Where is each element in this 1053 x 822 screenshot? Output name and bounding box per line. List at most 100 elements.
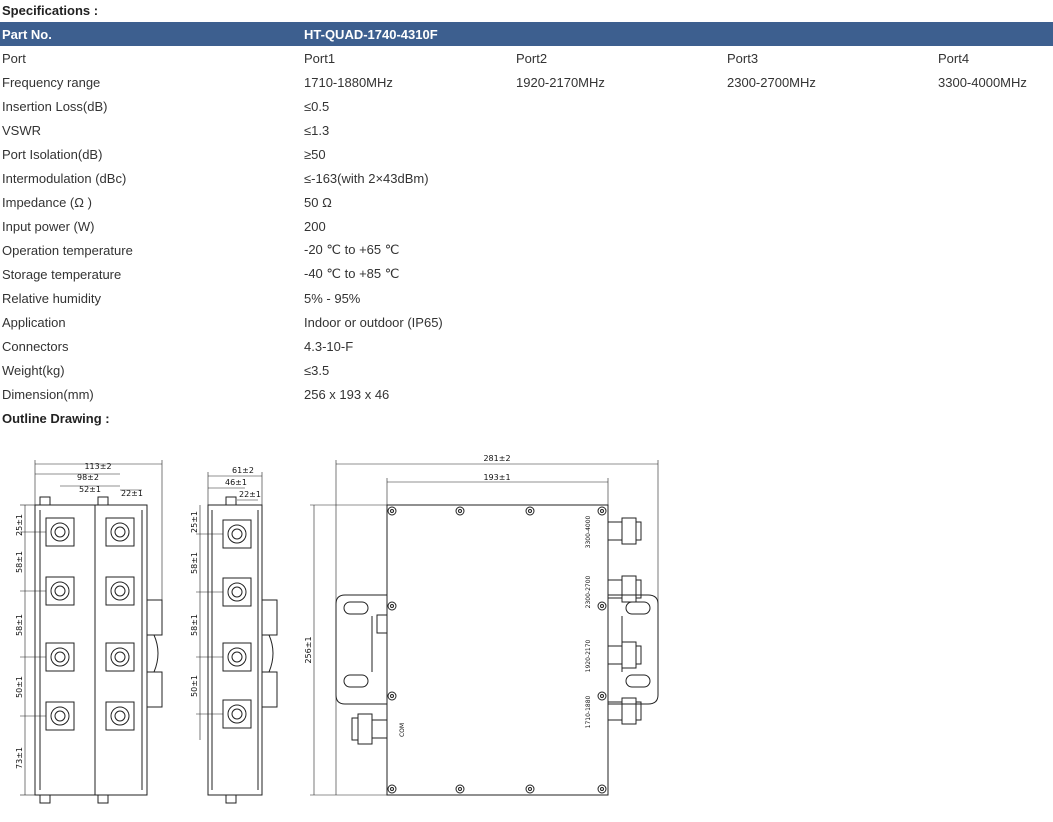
front-w4-dimension: 22±1 [121, 489, 143, 498]
spec-row: Dimension(mm) 256 x 193 x 46 [0, 382, 1053, 406]
spec-label: Weight(kg) [2, 362, 65, 378]
com-connector-icon [351, 713, 388, 745]
spec-value: ≤3.5 [304, 362, 330, 378]
side-width-dimension: 61±2 [232, 466, 254, 475]
port-row: Port Port1 Port2 Port3 Port4 [0, 46, 1053, 70]
spec-row: Input power (W)200 [0, 214, 1053, 238]
part-number-value: HT-QUAD-1740-4310F [302, 22, 1053, 46]
front-h3-dimension: 58±1 [15, 614, 24, 636]
side-h2-dimension: 58±1 [190, 552, 199, 574]
frequency-row: Frequency range 1710-1880MHz 1920-2170MH… [0, 70, 1053, 94]
outline-drawing: 113±2 98±2 52±1 22±1 25±1 58±1 58±1 50±1… [15, 454, 659, 804]
spec-label: Connectors [2, 338, 69, 354]
frequency-cell: 3300-4000MHz [938, 74, 1027, 90]
spec-label: VSWR [2, 122, 41, 138]
screw-icon [597, 691, 607, 701]
spec-row: Port Isolation(dB)≥50 [0, 142, 1053, 166]
connector-icon [105, 642, 135, 672]
port-connector-icon [607, 517, 642, 545]
mounting-bracket-right [608, 594, 659, 705]
spec-label: Impedance (Ω ) [2, 194, 92, 210]
side-h3-dimension: 58±1 [190, 614, 199, 636]
frequency-label: Frequency range [2, 74, 101, 90]
front-h1-dimension: 25±1 [15, 514, 24, 536]
connector-icon [45, 517, 75, 547]
spec-value: 4.3-10-F [304, 338, 354, 354]
front-width-dimension: 113±2 [84, 462, 111, 471]
screw-icon [387, 784, 397, 794]
front-h2-dimension: 58±1 [15, 551, 24, 573]
spec-value: 256 x 193 x 46 [304, 386, 390, 402]
spec-row: Relative humidity 5% - 95% [0, 286, 1053, 310]
spec-label: Storage temperature [2, 266, 122, 282]
spec-value: ≤-163(with 2×43dBm) [304, 170, 429, 186]
screw-icon [387, 691, 397, 701]
screw-icon [597, 784, 607, 794]
screw-icon [387, 506, 397, 516]
spec-value: 50 Ω [304, 194, 332, 210]
spec-value: -20 ℃ to +65 ℃ [304, 242, 400, 257]
spec-label: Application [2, 314, 66, 330]
connector-icon [222, 519, 252, 549]
port-connector-icon [607, 575, 642, 603]
spec-row: VSWR ≤1.3 [0, 118, 1053, 142]
spec-label: Relative humidity [2, 290, 101, 306]
screw-icon [597, 601, 607, 611]
specifications-heading: Specifications : [2, 3, 99, 18]
spec-label: Operation temperature [2, 242, 133, 258]
side-h4-dimension: 50±1 [190, 675, 199, 697]
port-cell: Port2 [516, 50, 548, 66]
specifications-table: Part No. HT-QUAD-1740-4310F Port Port1 P… [0, 22, 1053, 406]
spec-row: Connectors 4.3-10-F [0, 334, 1053, 358]
side-w2-dimension: 46±1 [225, 478, 247, 487]
spec-row: Weight(kg) ≤3.5 [0, 358, 1053, 382]
front-w3-dimension: 52±1 [79, 485, 101, 494]
connector-icon [222, 577, 252, 607]
screw-icon [387, 601, 397, 611]
side-view [196, 472, 278, 804]
port-cell: Port3 [727, 50, 759, 66]
mounting-bracket-left [335, 594, 388, 705]
front-view [20, 460, 163, 804]
part-number-row: Part No. HT-QUAD-1740-4310F [0, 22, 1053, 46]
top-height-dimension: 256±1 [304, 636, 313, 663]
spec-row: Operation temperature -20 ℃ to +65 ℃ [0, 238, 1053, 262]
spec-value: -40 ℃ to +85 ℃ [304, 266, 400, 281]
port-cell: Port4 [938, 50, 970, 66]
spec-row: Intermodulation (dBc)≤-163(with 2×43dBm) [0, 166, 1053, 190]
port-label: 1710-1880 [585, 695, 592, 728]
top-w2-dimension: 193±1 [483, 473, 510, 482]
spec-row: Impedance (Ω ) 50 Ω [0, 190, 1053, 214]
top-width-dimension: 281±2 [483, 454, 510, 463]
spec-value: 200 [304, 218, 326, 234]
spec-row: Insertion Loss(dB) ≤0.5 [0, 94, 1053, 118]
connector-icon [105, 517, 135, 547]
screw-icon [525, 784, 535, 794]
top-view [310, 460, 659, 796]
connector-icon [222, 642, 252, 672]
connector-icon [222, 699, 252, 729]
connector-icon [105, 701, 135, 731]
front-w2-dimension: 98±2 [77, 473, 99, 482]
com-label: COM [399, 723, 406, 737]
part-number-label: Part No. [0, 22, 302, 46]
spec-label: Insertion Loss(dB) [2, 98, 108, 114]
side-h1-dimension: 25±1 [190, 511, 199, 533]
connector-icon [45, 576, 75, 606]
spec-label: Dimension(mm) [2, 386, 94, 402]
port-label: Port [2, 50, 26, 66]
spec-value: ≤1.3 [304, 122, 330, 138]
spec-value: ≤0.5 [304, 98, 330, 114]
spec-label: Port Isolation(dB) [2, 146, 103, 162]
screw-icon [455, 784, 465, 794]
spec-value: 5% - 95% [304, 290, 361, 306]
front-h4-dimension: 50±1 [15, 676, 24, 698]
spec-row: Storage temperature -40 ℃ to +85 ℃ [0, 262, 1053, 286]
screw-icon [525, 506, 535, 516]
port-cell: Port1 [304, 50, 336, 66]
outline-drawing-heading: Outline Drawing : [2, 411, 110, 426]
frequency-cell: 1710-1880MHz [304, 74, 393, 90]
port-label: 3300-4000 [585, 515, 592, 548]
screw-icon [455, 506, 465, 516]
